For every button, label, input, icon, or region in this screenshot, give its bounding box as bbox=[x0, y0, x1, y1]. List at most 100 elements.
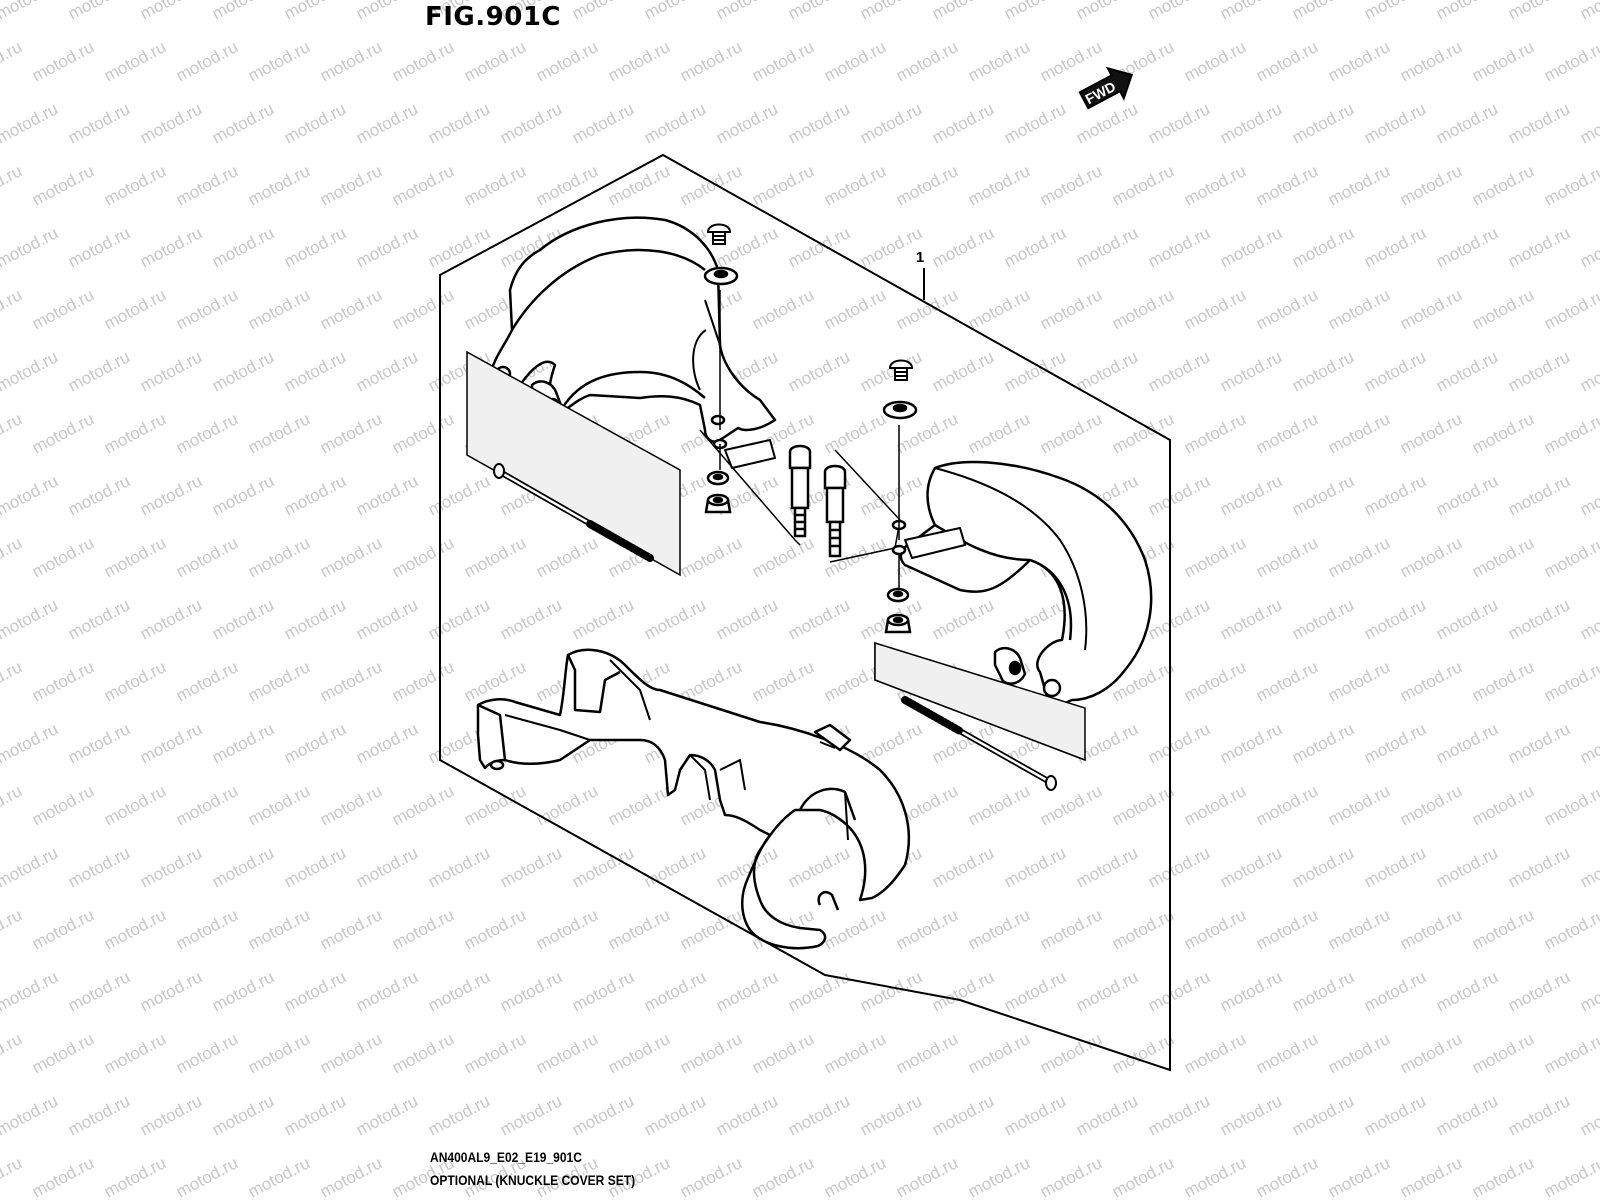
watermark-text: motod.ru bbox=[929, 99, 997, 147]
watermark-text: motod.ru bbox=[821, 161, 889, 209]
watermark-text: motod.ru bbox=[1073, 967, 1141, 1015]
watermark-text: motod.ru bbox=[101, 1029, 169, 1077]
watermark-text: motod.ru bbox=[1145, 471, 1213, 519]
watermark-text: motod.ru bbox=[317, 781, 385, 829]
watermark-text: motod.ru bbox=[281, 967, 349, 1015]
watermark-text: motod.ru bbox=[1433, 967, 1501, 1015]
watermark-text: motod.ru bbox=[1325, 657, 1393, 705]
watermark-text: motod.ru bbox=[1505, 1091, 1573, 1139]
watermark-text: motod.ru bbox=[281, 1091, 349, 1139]
watermark-text: motod.ru bbox=[893, 37, 961, 85]
watermark-text: motod.ru bbox=[1289, 1091, 1357, 1139]
watermark-text: motod.ru bbox=[1145, 595, 1213, 643]
watermark-text: motod.ru bbox=[245, 37, 313, 85]
left-top-washer bbox=[703, 266, 739, 286]
watermark-text: motod.ru bbox=[353, 595, 421, 643]
watermark-text: motod.ru bbox=[497, 99, 565, 147]
watermark-text: motod.ru bbox=[1433, 1091, 1501, 1139]
watermark-text: motod.ru bbox=[0, 161, 25, 209]
watermark-text: motod.ru bbox=[65, 595, 133, 643]
watermark-text: motod.ru bbox=[749, 533, 817, 581]
watermark-text: motod.ru bbox=[497, 595, 565, 643]
watermark-text: motod.ru bbox=[353, 99, 421, 147]
watermark-text: motod.ru bbox=[0, 1091, 61, 1139]
watermark-text: motod.ru bbox=[569, 595, 637, 643]
watermark-text: motod.ru bbox=[173, 37, 241, 85]
watermark-text: motod.ru bbox=[1505, 99, 1573, 147]
watermark-text: motod.ru bbox=[785, 843, 853, 891]
watermark-text: motod.ru bbox=[1325, 533, 1393, 581]
watermark-text: motod.ru bbox=[1397, 161, 1465, 209]
watermark-text: motod.ru bbox=[1361, 0, 1429, 24]
watermark-text: motod.ru bbox=[0, 37, 25, 85]
left-long-bolt bbox=[493, 463, 654, 562]
watermark-text: motod.ru bbox=[1217, 967, 1285, 1015]
watermark-text: motod.ru bbox=[389, 657, 457, 705]
watermark-text: motod.ru bbox=[65, 719, 133, 767]
watermark-text: motod.ru bbox=[425, 471, 493, 519]
watermark-text: motod.ru bbox=[1217, 99, 1285, 147]
watermark-text: motod.ru bbox=[0, 781, 25, 829]
watermark-text: motod.ru bbox=[1253, 37, 1321, 85]
watermark-text: motod.ru bbox=[173, 409, 241, 457]
watermark-text: motod.ru bbox=[65, 843, 133, 891]
watermark-text: motod.ru bbox=[1505, 223, 1573, 271]
watermark-text: motod.ru bbox=[173, 533, 241, 581]
watermark-text: motod.ru bbox=[1541, 781, 1600, 829]
set-boundary-outline bbox=[439, 153, 1171, 1072]
watermark-text: motod.ru bbox=[1577, 471, 1600, 519]
watermark-text: motod.ru bbox=[1505, 347, 1573, 395]
watermark-text: motod.ru bbox=[749, 161, 817, 209]
watermark-text: motod.ru bbox=[857, 1091, 925, 1139]
watermark-text: motod.ru bbox=[209, 719, 277, 767]
watermark-text: motod.ru bbox=[101, 657, 169, 705]
watermark-text: motod.ru bbox=[1253, 409, 1321, 457]
watermark-text: motod.ru bbox=[0, 1029, 25, 1077]
watermark-text: motod.ru bbox=[533, 161, 601, 209]
watermark-text: motod.ru bbox=[101, 37, 169, 85]
watermark-text: motod.ru bbox=[605, 905, 673, 953]
watermark-text: motod.ru bbox=[209, 471, 277, 519]
watermark-text: motod.ru bbox=[713, 1091, 781, 1139]
watermark-text: motod.ru bbox=[821, 285, 889, 333]
watermark-text: motod.ru bbox=[1217, 843, 1285, 891]
watermark-text: motod.ru bbox=[1397, 1153, 1465, 1200]
watermark-text: motod.ru bbox=[1289, 843, 1357, 891]
watermark-text: motod.ru bbox=[1253, 1153, 1321, 1200]
watermark-text: motod.ru bbox=[209, 0, 277, 24]
model-code-label: AN400AL9_E02_E19_901C bbox=[430, 1149, 582, 1165]
watermark-text: motod.ru bbox=[713, 99, 781, 147]
watermark-text: motod.ru bbox=[29, 37, 97, 85]
watermark-text: motod.ru bbox=[101, 781, 169, 829]
watermark-text: motod.ru bbox=[1289, 223, 1357, 271]
watermark-text: motod.ru bbox=[29, 161, 97, 209]
watermark-text: motod.ru bbox=[1541, 1029, 1600, 1077]
watermark-text: motod.ru bbox=[1541, 161, 1600, 209]
watermark-text: motod.ru bbox=[749, 285, 817, 333]
watermark-text: motod.ru bbox=[1109, 905, 1177, 953]
watermark-text: motod.ru bbox=[1361, 967, 1429, 1015]
watermark-text: motod.ru bbox=[209, 223, 277, 271]
watermark-text: motod.ru bbox=[821, 409, 889, 457]
watermark-text: motod.ru bbox=[677, 1029, 745, 1077]
watermark-text: motod.ru bbox=[641, 595, 709, 643]
watermark-text: motod.ru bbox=[1505, 0, 1573, 24]
watermark-text: motod.ru bbox=[821, 1153, 889, 1200]
watermark-text: motod.ru bbox=[1397, 37, 1465, 85]
watermark-text: motod.ru bbox=[173, 161, 241, 209]
watermark-text: motod.ru bbox=[1001, 223, 1069, 271]
watermark-text: motod.ru bbox=[1361, 471, 1429, 519]
watermark-text: motod.ru bbox=[965, 781, 1033, 829]
watermark-text: motod.ru bbox=[1577, 719, 1600, 767]
watermark-text: motod.ru bbox=[101, 409, 169, 457]
watermark-text: motod.ru bbox=[0, 595, 61, 643]
watermark-text: motod.ru bbox=[317, 533, 385, 581]
watermark-text: motod.ru bbox=[0, 1153, 25, 1200]
watermark-text: motod.ru bbox=[0, 967, 61, 1015]
watermark-text: motod.ru bbox=[1577, 0, 1600, 24]
watermark-text: motod.ru bbox=[209, 99, 277, 147]
watermark-text: motod.ru bbox=[353, 0, 421, 24]
watermark-text: motod.ru bbox=[173, 781, 241, 829]
watermark-text: motod.ru bbox=[0, 471, 61, 519]
watermark-text: motod.ru bbox=[965, 409, 1033, 457]
